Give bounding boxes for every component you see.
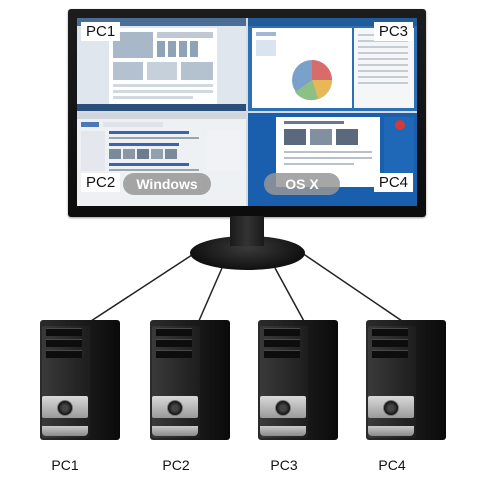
cable-pc3 — [274, 267, 306, 324]
tower-pc1 — [40, 320, 120, 440]
power-button-icon — [275, 400, 291, 416]
quadrant-tag-pc2: PC2 — [81, 173, 121, 192]
tower-label-pc2: PC2 — [162, 457, 190, 473]
screen-quadrant-pc4: OS X PC4 — [248, 113, 417, 206]
tower-label-pc4: PC4 — [378, 457, 406, 473]
os-label-osx: OS X — [264, 173, 340, 195]
tower-label-pc1: PC1 — [51, 457, 79, 473]
monitor-stand-neck — [230, 216, 264, 246]
quadrant-tag-pc1: PC1 — [81, 22, 121, 41]
screen-quadrant-pc1: PC1 — [77, 18, 246, 111]
tower-pc4 — [366, 320, 446, 440]
os-label-windows: Windows — [123, 173, 211, 195]
power-button-icon — [383, 400, 399, 416]
search-page-thumbnail — [77, 113, 246, 171]
monitor-screen: PC1 — [77, 18, 417, 206]
tower-pc2 — [150, 320, 230, 440]
tower-pc3 — [258, 320, 338, 440]
cable-pc4 — [301, 252, 406, 324]
power-button-icon — [167, 400, 183, 416]
screen-quadrant-pc3: PC3 — [248, 18, 417, 111]
quadrant-tag-pc3: PC3 — [373, 22, 413, 41]
quadrant-tag-pc4: PC4 — [373, 173, 413, 192]
cable-pc1 — [87, 252, 196, 324]
screen-quadrant-pc2: PC2 Windows — [77, 113, 246, 206]
spreadsheet-thumbnail — [248, 18, 417, 108]
cable-pc2 — [197, 267, 223, 324]
tower-label-pc3: PC3 — [270, 457, 298, 473]
power-button-icon — [57, 400, 73, 416]
